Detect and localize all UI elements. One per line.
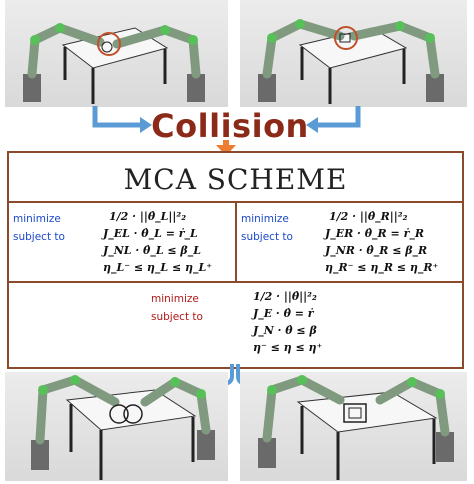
right-arm-problem: minimize subject to 1/2 · ||θ̇_R||²₂ J_E… — [235, 203, 462, 283]
scheme-title: MCA SCHEME — [9, 153, 462, 203]
constraint-equality: J_EL · θ̇_L = ṙ_L — [103, 227, 198, 240]
constraint-bounds: η_L⁻ ≤ η_L ≤ η_L⁺ — [103, 261, 213, 274]
scene-bottom-right — [240, 372, 467, 481]
arrow-left-icon — [306, 117, 318, 133]
scene-bottom-left — [5, 372, 228, 481]
arrow-right-icon — [140, 117, 152, 133]
constraint-equality: J_ER · θ̇_R = ṙ_R — [325, 227, 425, 240]
constraint-inequality: J_N · θ̇ ≤ β — [253, 324, 317, 337]
subject-to-label: subject to — [151, 311, 203, 323]
constraint-equality: J_E · θ̇ = ṙ — [253, 307, 314, 320]
scene-top-left — [5, 0, 228, 107]
arrows-top — [92, 106, 361, 156]
objective: 1/2 · ||θ̇_R||²₂ — [329, 210, 408, 223]
minimize-label: minimize — [13, 213, 61, 225]
combined-problem: minimize subject to 1/2 · ||θ̇||²₂ J_E ·… — [9, 283, 462, 367]
constraint-inequality: J_NR · θ̇_R ≤ β_R — [325, 244, 428, 257]
dual-arm-robot-scene — [258, 375, 454, 480]
constraint-bounds: η_R⁻ ≤ η_R ≤ η_R⁺ — [325, 261, 439, 274]
constraint-inequality: J_NL · θ̇_L ≤ β_L — [103, 244, 201, 257]
dual-arm-robot-scene — [23, 23, 205, 104]
dual-arm-robot-scene — [31, 375, 215, 480]
dual-arm-robot-scene — [258, 19, 444, 104]
objective: 1/2 · ||θ̇_L||²₂ — [109, 210, 187, 223]
mca-scheme-box: MCA SCHEME minimize subject to 1/2 · ||θ… — [7, 151, 464, 369]
scene-top-right — [240, 0, 467, 107]
objective: 1/2 · ||θ̇||²₂ — [253, 290, 317, 303]
arrow-down-icon — [216, 145, 236, 156]
collision-label: Collision — [151, 107, 309, 145]
minimize-label: minimize — [241, 213, 289, 225]
left-arm-problem: minimize subject to 1/2 · ||θ̇_L||²₂ J_E… — [9, 203, 237, 283]
constraint-bounds: η⁻ ≤ η ≤ η⁺ — [253, 341, 323, 354]
minimize-label: minimize — [151, 293, 199, 305]
subject-to-label: subject to — [13, 231, 65, 243]
subject-to-label: subject to — [241, 231, 293, 243]
